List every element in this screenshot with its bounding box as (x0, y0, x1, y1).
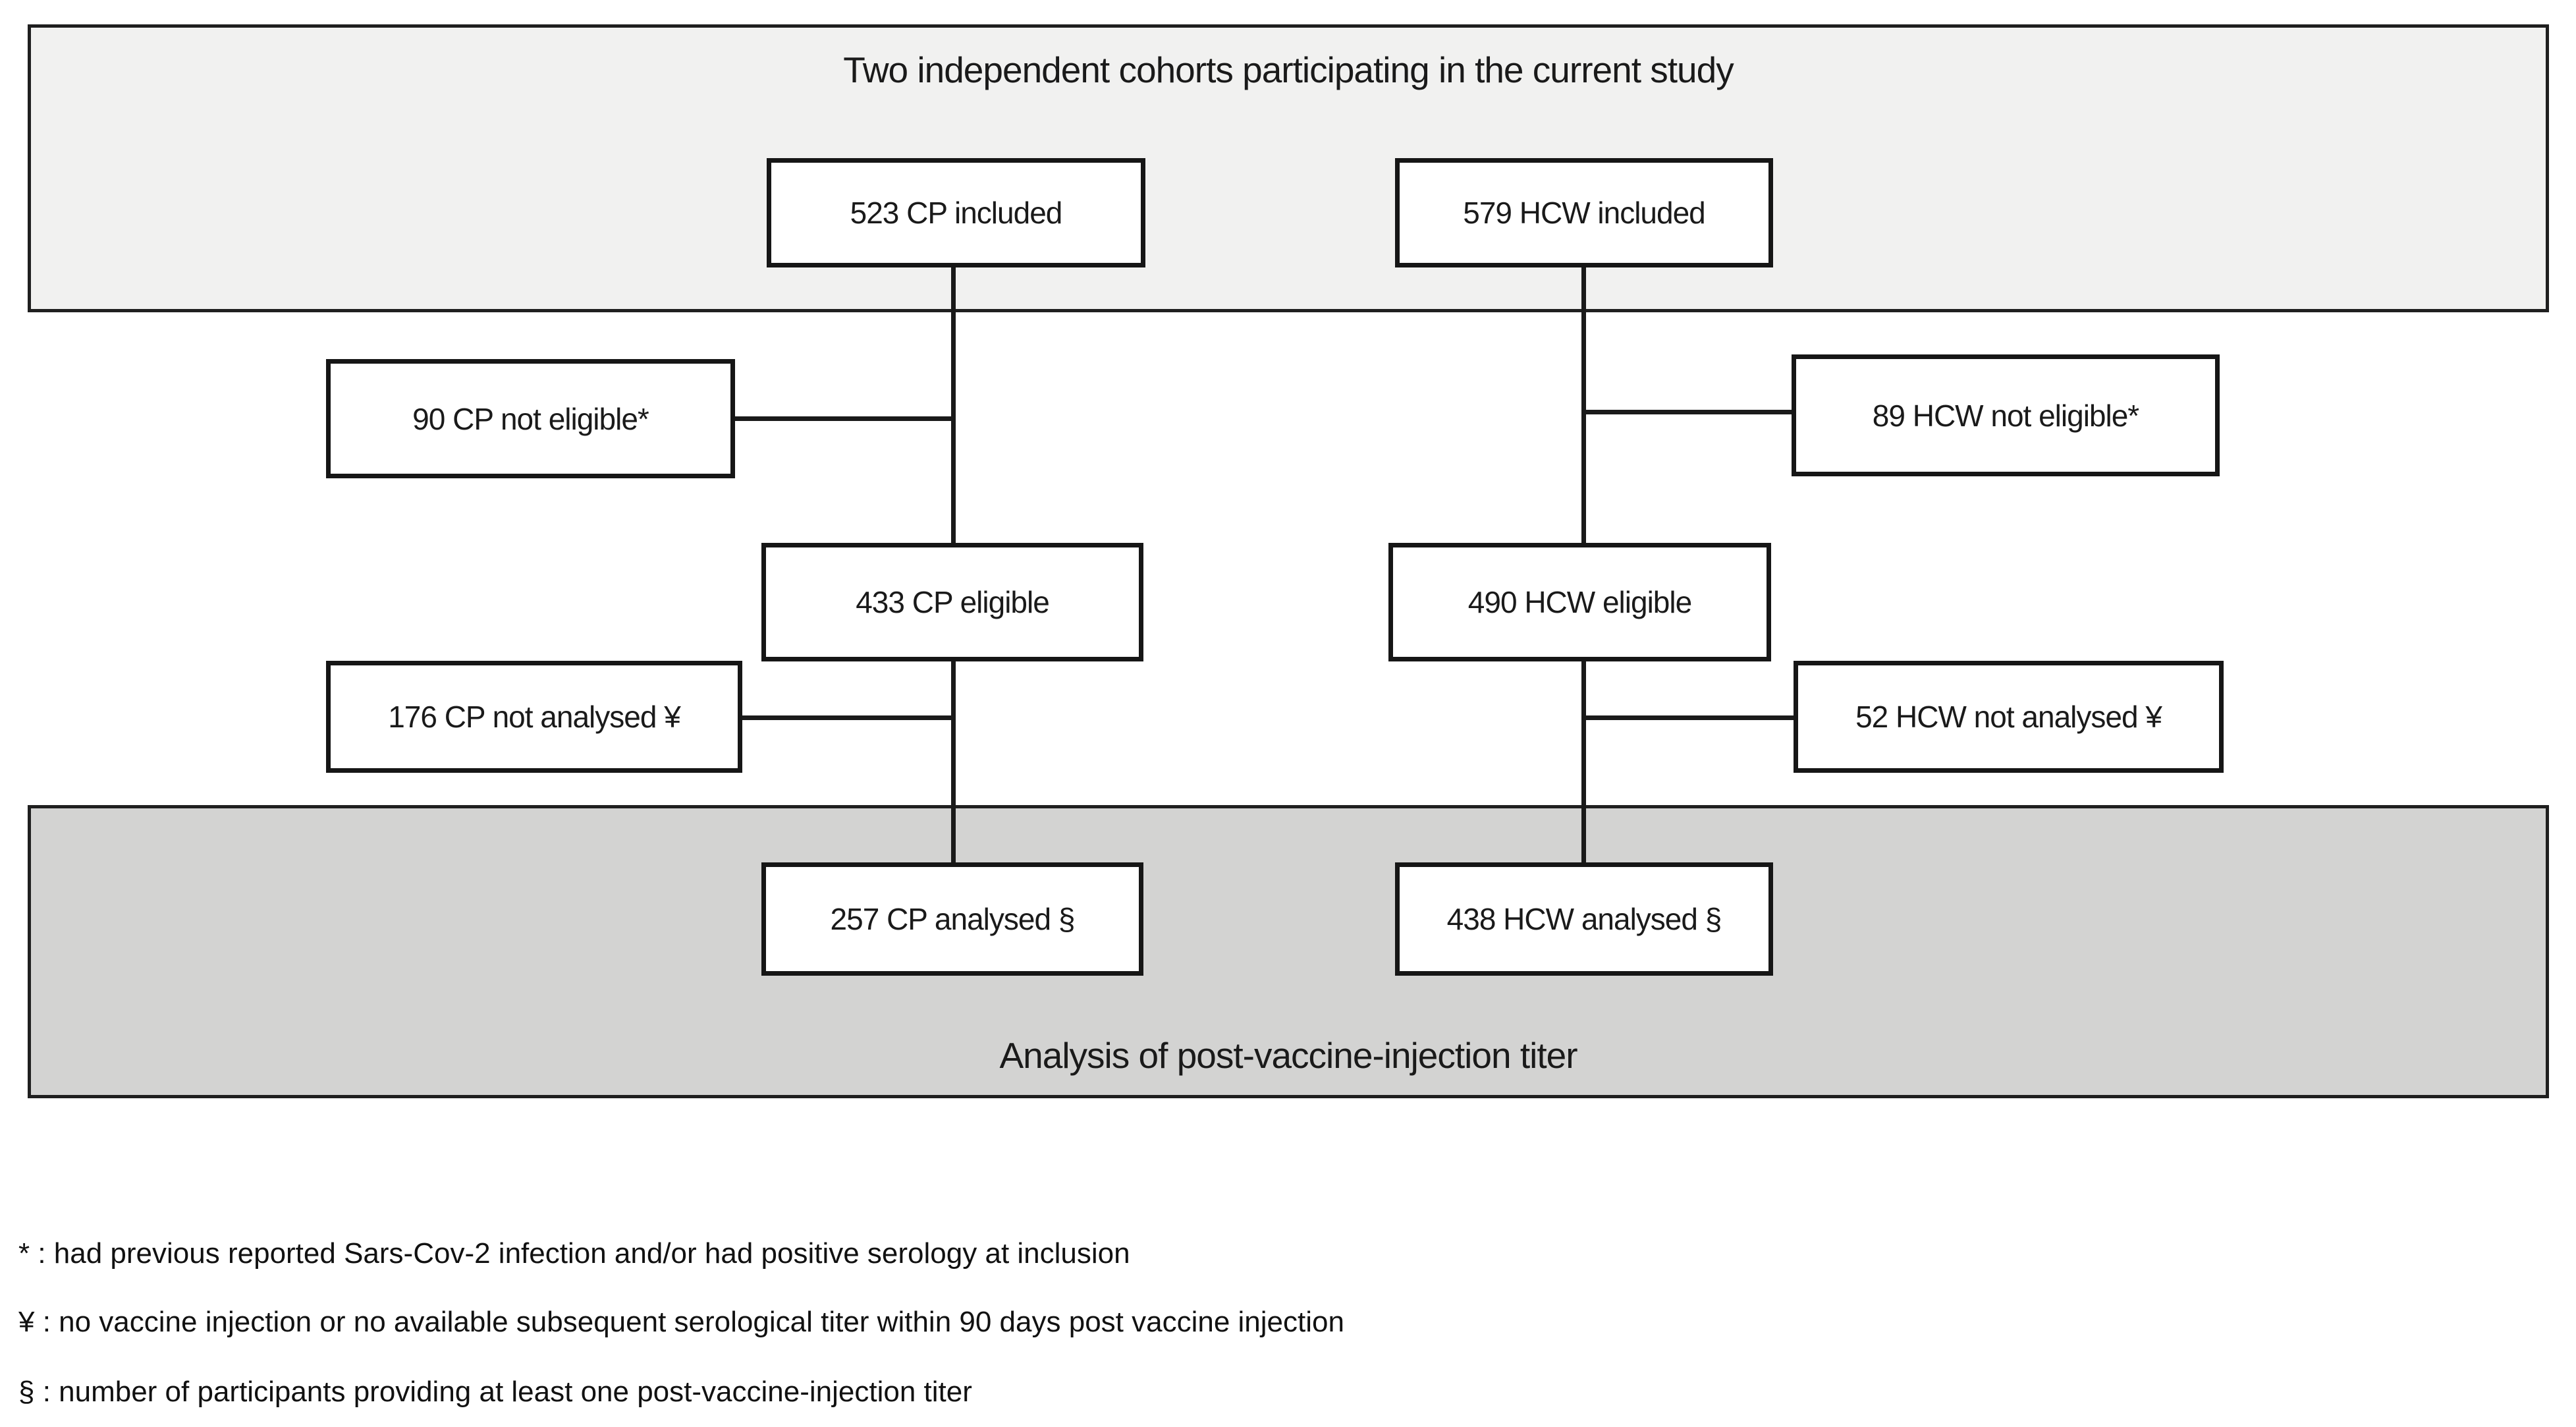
bottom-analysis-band: Analysis of post-vaccine-injection titer (28, 805, 2549, 1098)
cp-eligible-box: 433 CP eligible (761, 543, 1143, 661)
hcw-eligible-box: 490 HCW eligible (1388, 543, 1771, 661)
top-cohort-band: Two independent cohorts participating in… (28, 24, 2549, 312)
cp-horizontal-connector-not-eligible (731, 416, 954, 421)
hcw-included-box: 579 HCW included (1395, 158, 1773, 267)
footnote-section: § : number of participants providing at … (18, 1376, 972, 1408)
hcw-not-eligible-box: 89 HCW not eligible* (1792, 354, 2220, 476)
top-band-title: Two independent cohorts participating in… (843, 49, 1734, 90)
cp-included-box: 523 CP included (767, 158, 1145, 267)
footnote-yen: ¥ : no vaccine injection or no available… (18, 1306, 1344, 1338)
cp-vertical-connector-eligible-to-analysed (951, 659, 956, 864)
footnote-asterisk: * : had previous reported Sars-Cov-2 inf… (18, 1237, 1130, 1270)
hcw-vertical-connector-eligible-to-analysed (1581, 659, 1586, 864)
cp-not-eligible-box: 90 CP not eligible* (326, 359, 735, 478)
bottom-band-title: Analysis of post-vaccine-injection titer (999, 1035, 1577, 1076)
cp-analysed-box: 257 CP analysed § (761, 862, 1143, 976)
cp-horizontal-connector-not-analysed (738, 715, 954, 720)
hcw-analysed-box: 438 HCW analysed § (1395, 862, 1773, 976)
hcw-not-analysed-box: 52 HCW not analysed ¥ (1794, 661, 2224, 773)
hcw-horizontal-connector-not-eligible (1583, 410, 1795, 414)
cp-not-analysed-box: 176 CP not analysed ¥ (326, 661, 742, 773)
cp-vertical-connector-included-to-eligible (951, 267, 956, 545)
hcw-horizontal-connector-not-analysed (1583, 715, 1797, 720)
hcw-vertical-connector-included-to-eligible (1581, 267, 1586, 545)
